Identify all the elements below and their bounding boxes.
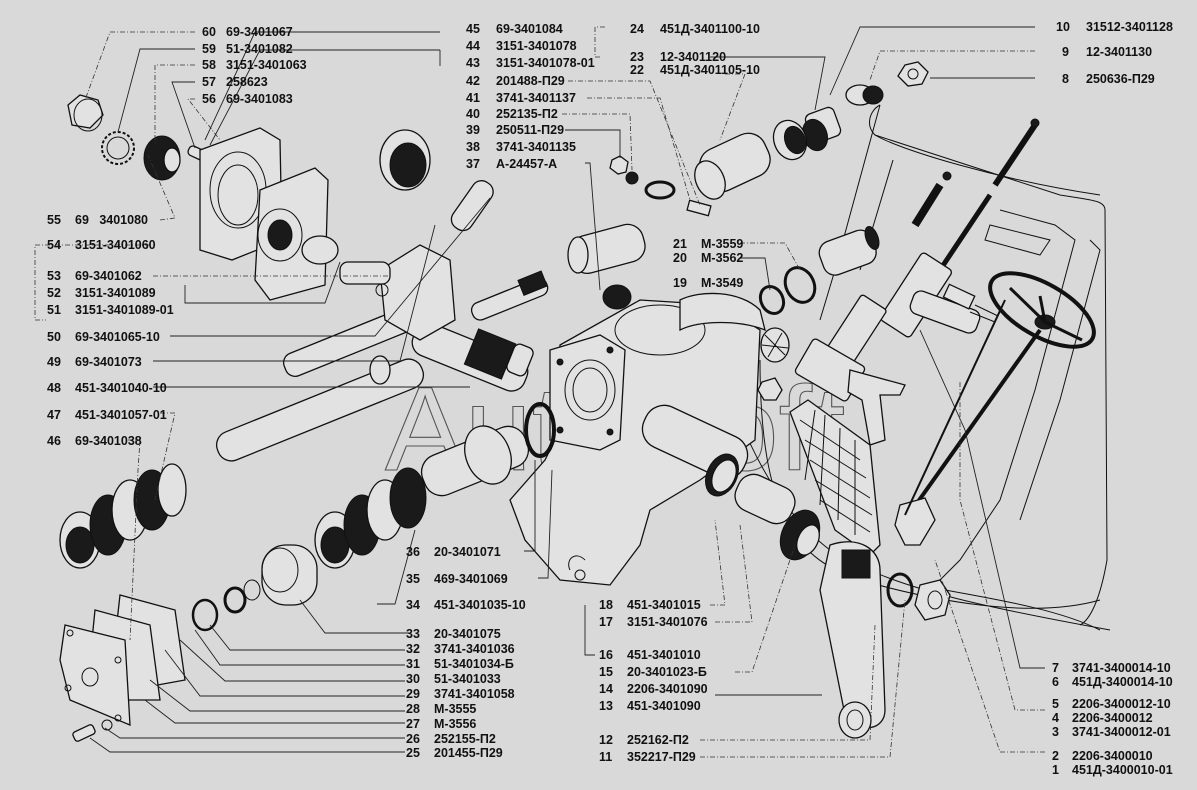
- shafts-center: [641, 404, 1101, 739]
- steering-column: [794, 118, 1040, 546]
- steering-wheel: [903, 271, 1096, 522]
- top-mid-components: [567, 132, 771, 310]
- shafts-left: [215, 180, 549, 462]
- steering-gear-housing: [509, 292, 766, 586]
- cover-plates: [59, 594, 186, 742]
- worm-assemblies: [59, 402, 556, 632]
- grille: [789, 399, 881, 556]
- cab-components: [757, 61, 929, 401]
- flange-assembly: [67, 94, 431, 301]
- leader-lines: [34, 26, 1045, 758]
